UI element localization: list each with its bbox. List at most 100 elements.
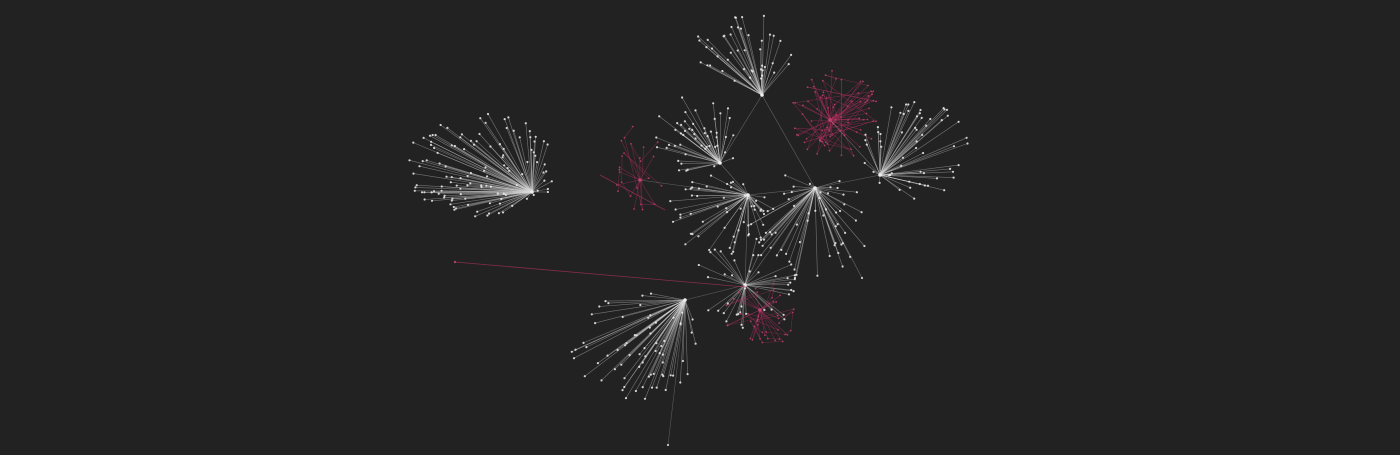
node xyxy=(854,219,858,222)
edge xyxy=(695,138,721,164)
node xyxy=(728,116,731,120)
node xyxy=(822,91,825,94)
node xyxy=(821,79,824,82)
edge xyxy=(806,119,831,140)
node xyxy=(726,182,729,186)
node xyxy=(860,211,863,214)
edge xyxy=(814,187,829,194)
node xyxy=(649,292,653,295)
node xyxy=(433,146,436,150)
node xyxy=(459,177,462,180)
edge xyxy=(827,130,841,145)
node xyxy=(789,329,792,332)
node xyxy=(664,388,667,392)
node xyxy=(915,140,918,143)
edge xyxy=(661,299,686,347)
node xyxy=(729,181,733,184)
node xyxy=(914,126,917,129)
edge xyxy=(423,137,533,193)
node xyxy=(761,331,764,334)
edge xyxy=(784,330,791,335)
node xyxy=(791,311,794,314)
edge xyxy=(591,299,686,315)
edge xyxy=(441,190,533,193)
node xyxy=(508,169,511,172)
edge xyxy=(879,104,907,176)
edge xyxy=(723,36,763,96)
node xyxy=(768,231,772,234)
node xyxy=(736,26,740,29)
node xyxy=(450,176,453,179)
edge xyxy=(879,125,927,176)
node xyxy=(550,180,553,183)
edge xyxy=(740,194,749,209)
node xyxy=(729,186,733,189)
edge xyxy=(708,194,749,251)
edge xyxy=(720,251,746,286)
edge xyxy=(415,187,533,193)
node xyxy=(818,196,821,200)
edge xyxy=(432,134,533,193)
node xyxy=(631,125,634,128)
node xyxy=(747,234,750,237)
node xyxy=(712,102,715,105)
node xyxy=(707,309,710,312)
node xyxy=(832,106,834,108)
node xyxy=(618,171,621,173)
node xyxy=(765,331,768,333)
node xyxy=(525,197,529,200)
node xyxy=(795,223,799,226)
edge xyxy=(706,146,721,164)
edge xyxy=(685,189,749,196)
node xyxy=(489,185,492,188)
node xyxy=(754,293,757,295)
node xyxy=(617,190,619,193)
edge xyxy=(814,186,831,189)
node xyxy=(728,246,731,249)
edge xyxy=(814,187,851,258)
node xyxy=(768,33,772,36)
edge xyxy=(808,187,816,214)
node xyxy=(689,187,692,190)
node xyxy=(795,273,798,276)
edge xyxy=(481,185,533,193)
node xyxy=(807,100,809,103)
edge xyxy=(814,187,818,276)
node xyxy=(943,189,946,192)
edge xyxy=(879,109,945,176)
edge xyxy=(789,187,816,262)
node xyxy=(901,156,905,159)
edge xyxy=(744,284,784,316)
edge xyxy=(498,191,533,214)
edge xyxy=(508,170,533,193)
node xyxy=(772,289,775,291)
node xyxy=(952,145,956,148)
edge xyxy=(829,101,861,121)
edge xyxy=(760,69,763,96)
edge xyxy=(744,277,788,286)
node xyxy=(750,69,753,72)
node xyxy=(476,210,479,213)
bridge-edge xyxy=(829,119,881,176)
node xyxy=(761,244,764,247)
node xyxy=(790,288,793,292)
edge xyxy=(650,299,686,375)
edge xyxy=(692,187,749,196)
node xyxy=(654,321,658,324)
node xyxy=(756,291,759,293)
edge xyxy=(734,260,746,286)
node xyxy=(715,131,718,134)
node xyxy=(847,119,849,121)
edge xyxy=(502,191,533,213)
edge xyxy=(750,187,816,225)
node xyxy=(710,47,714,50)
node xyxy=(688,127,691,130)
node xyxy=(650,386,654,389)
edge xyxy=(761,15,765,96)
node xyxy=(731,157,735,160)
node xyxy=(652,372,655,375)
edge xyxy=(791,187,816,193)
node xyxy=(408,159,411,162)
edge xyxy=(759,301,777,311)
